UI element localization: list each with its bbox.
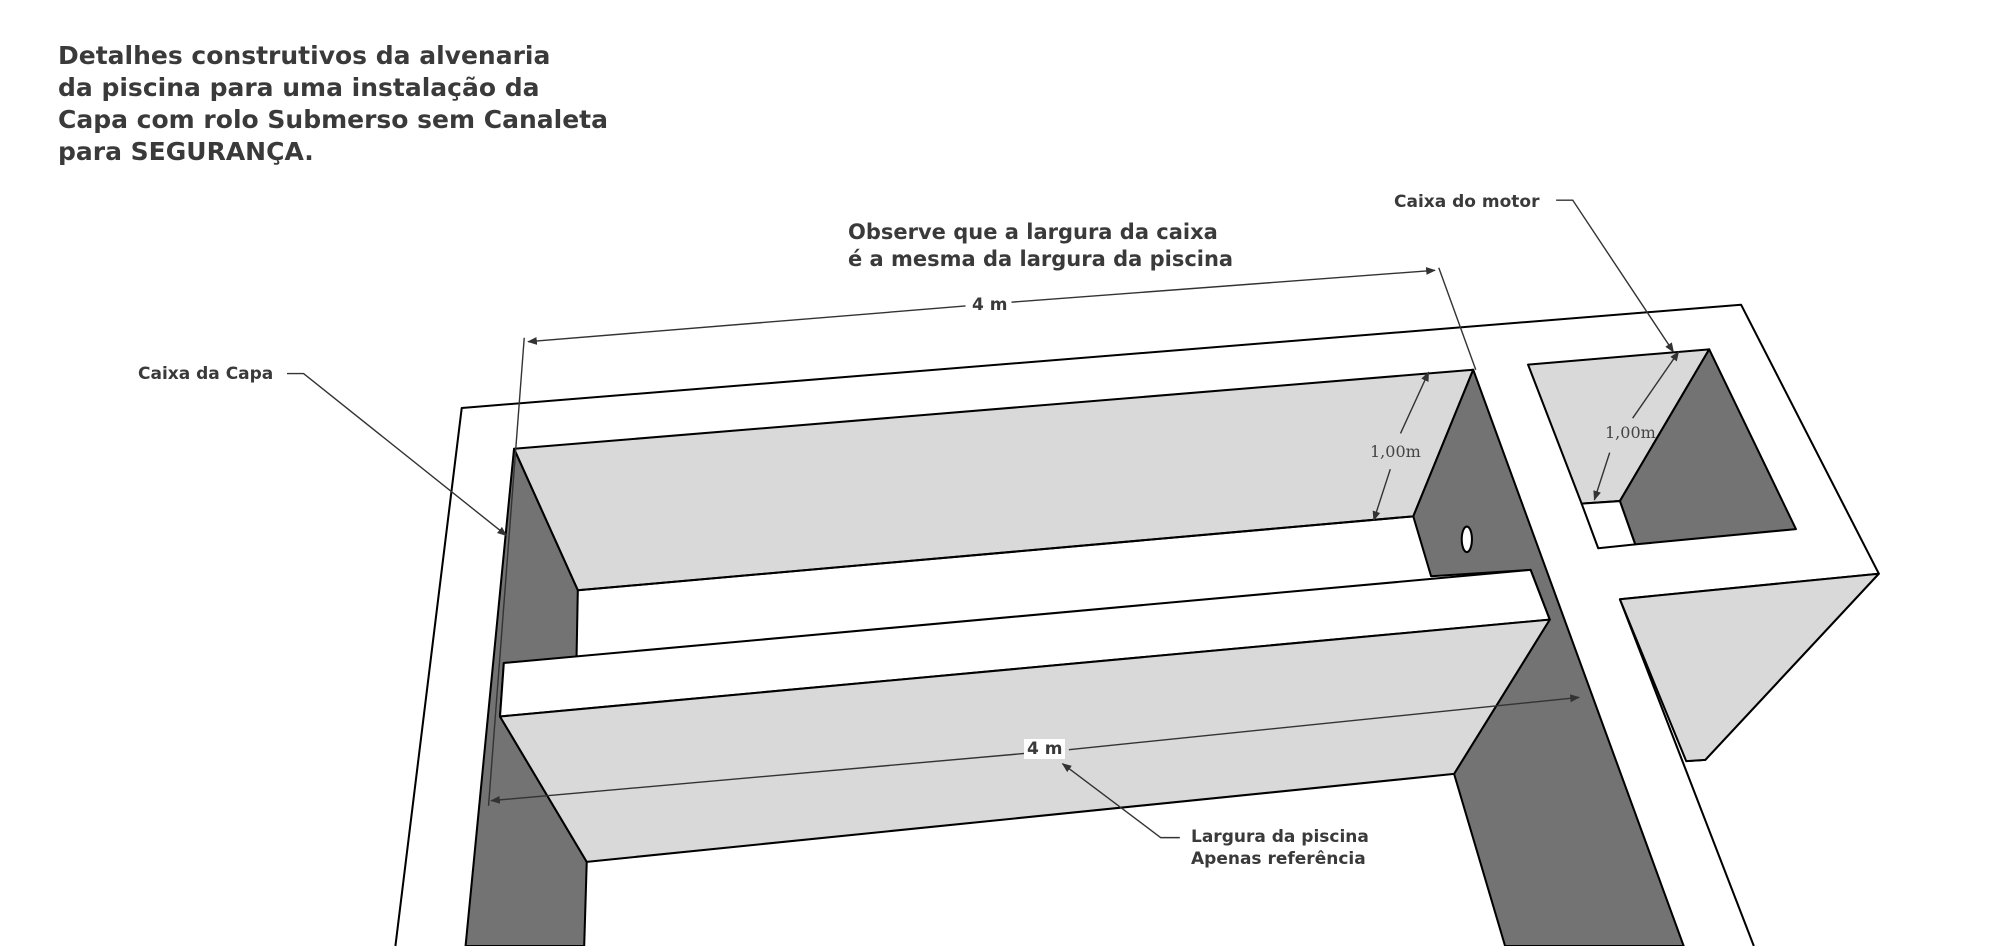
label-largura-piscina: Largura da piscina Apenas referência xyxy=(1191,826,1369,870)
pipe-hole xyxy=(1460,525,1473,554)
cover-box-back-wall xyxy=(513,368,1475,592)
note-line: é a mesma da largura da piscina xyxy=(848,247,1234,271)
motor-box-floor xyxy=(1580,500,1637,550)
motor-box-outer-face xyxy=(1618,572,1880,763)
title-line: Capa com rolo Submerso sem Canaleta xyxy=(58,105,608,134)
width-note: Observe que a largura da caixa é a mesma… xyxy=(848,219,1233,273)
label-line: Largura da piscina xyxy=(1191,827,1369,847)
title-line: Detalhes construtivos da alvenaria xyxy=(58,41,551,70)
title-line: para SEGURANÇA. xyxy=(58,137,314,166)
label-caixa-capa: Caixa da Capa xyxy=(138,364,274,384)
title-line: da piscina para uma instalação da xyxy=(58,73,540,102)
dimension-box-depth: 1,00m xyxy=(1370,442,1421,461)
dimension-bottom-width: 4 m xyxy=(1024,739,1066,759)
note-line: Observe que a largura da caixa xyxy=(848,220,1218,244)
drawing-title: Detalhes construtivos da alvenaria da pi… xyxy=(58,40,608,168)
label-caixa-motor: Caixa do motor xyxy=(1394,192,1540,212)
dimension-top-width: 4 m xyxy=(969,295,1011,315)
dimension-motor-depth: 1,00m xyxy=(1605,423,1656,442)
label-line: Apenas referência xyxy=(1191,849,1366,869)
